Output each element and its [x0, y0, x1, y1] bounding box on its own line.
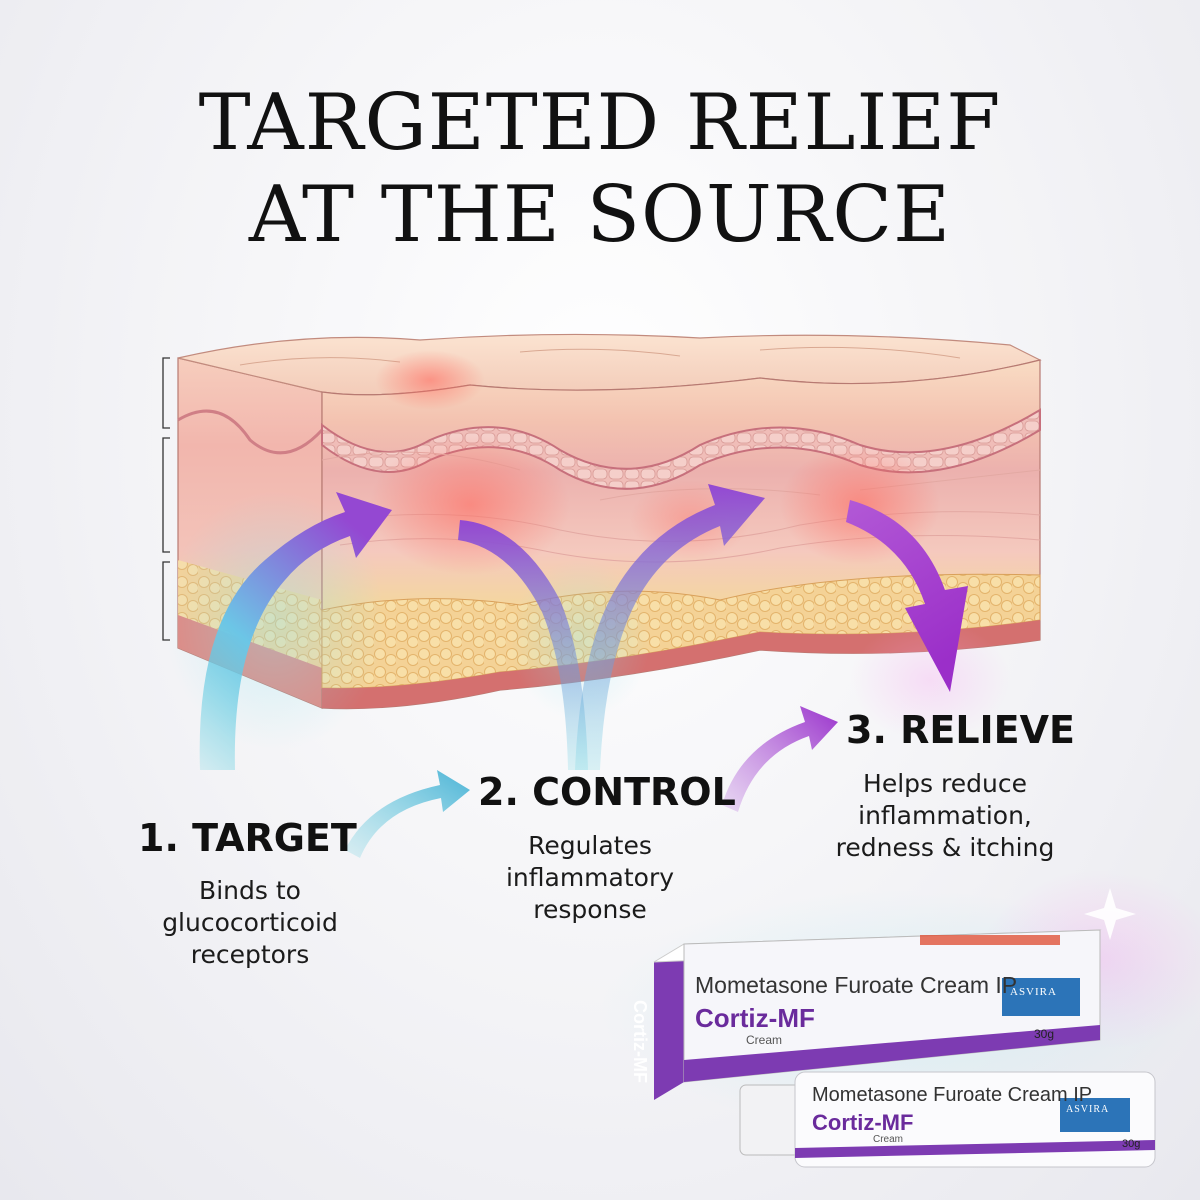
step-relieve-desc-line: inflammation, [858, 801, 1032, 830]
small-arrow-1-icon [345, 770, 470, 858]
step-control-title: 2. CONTROL [478, 770, 736, 814]
box-size: 30g [1034, 1027, 1055, 1041]
step-target-desc-line: receptors [190, 940, 310, 969]
headline-line-1: TARGETED RELIEF [198, 78, 1002, 168]
step-target-title: 1. TARGET [138, 816, 357, 860]
headline-line-2: AT THE SOURCE [248, 170, 952, 260]
step-target-desc-line: Binds to [199, 876, 301, 905]
tube-form: Cream [873, 1134, 904, 1145]
box-manufacturer-logo: ASVIRA [1010, 986, 1057, 998]
step-control-desc-line: response [533, 895, 647, 924]
step-relieve-desc-line: redness & itching [835, 833, 1055, 862]
product-tube [739, 1071, 1156, 1168]
box-form: Cream [746, 1033, 783, 1047]
small-arrow-2-icon [722, 706, 838, 812]
arrow-control-down-icon [458, 520, 588, 770]
step-target-description: Binds to glucocorticoid receptors [100, 875, 400, 971]
tube-manufacturer-logo: ASVIRA [1066, 1104, 1110, 1115]
arrow-target-icon [199, 492, 392, 770]
tube-generic-name: Mometasone Furoate Cream IP [812, 1084, 1093, 1106]
sparkle-icon [1084, 888, 1136, 940]
step-control-description: Regulates inflammatory response [460, 830, 720, 926]
step-control-desc-line: inflammatory [505, 863, 675, 892]
box-brand-name: Cortiz-MF [695, 1003, 815, 1033]
step-relieve-description: Helps reduce inflammation, redness & itc… [800, 768, 1090, 864]
step-relieve-desc-line: Helps reduce [863, 769, 1027, 798]
step-target-desc-line: glucocorticoid [162, 908, 338, 937]
step-control-desc-line: Regulates [528, 831, 652, 860]
box-side-label: Cortiz-MF [630, 1000, 650, 1083]
arrow-relieve-icon [846, 500, 968, 692]
product-box [653, 929, 1102, 1100]
box-generic-name: Mometasone Furoate Cream IP [695, 972, 1018, 998]
arrow-control-up-icon [575, 484, 765, 770]
tube-size: 30g [1122, 1138, 1141, 1150]
step-relieve-title: 3. RELIEVE [846, 708, 1076, 752]
tube-brand-name: Cortiz-MF [812, 1110, 914, 1135]
